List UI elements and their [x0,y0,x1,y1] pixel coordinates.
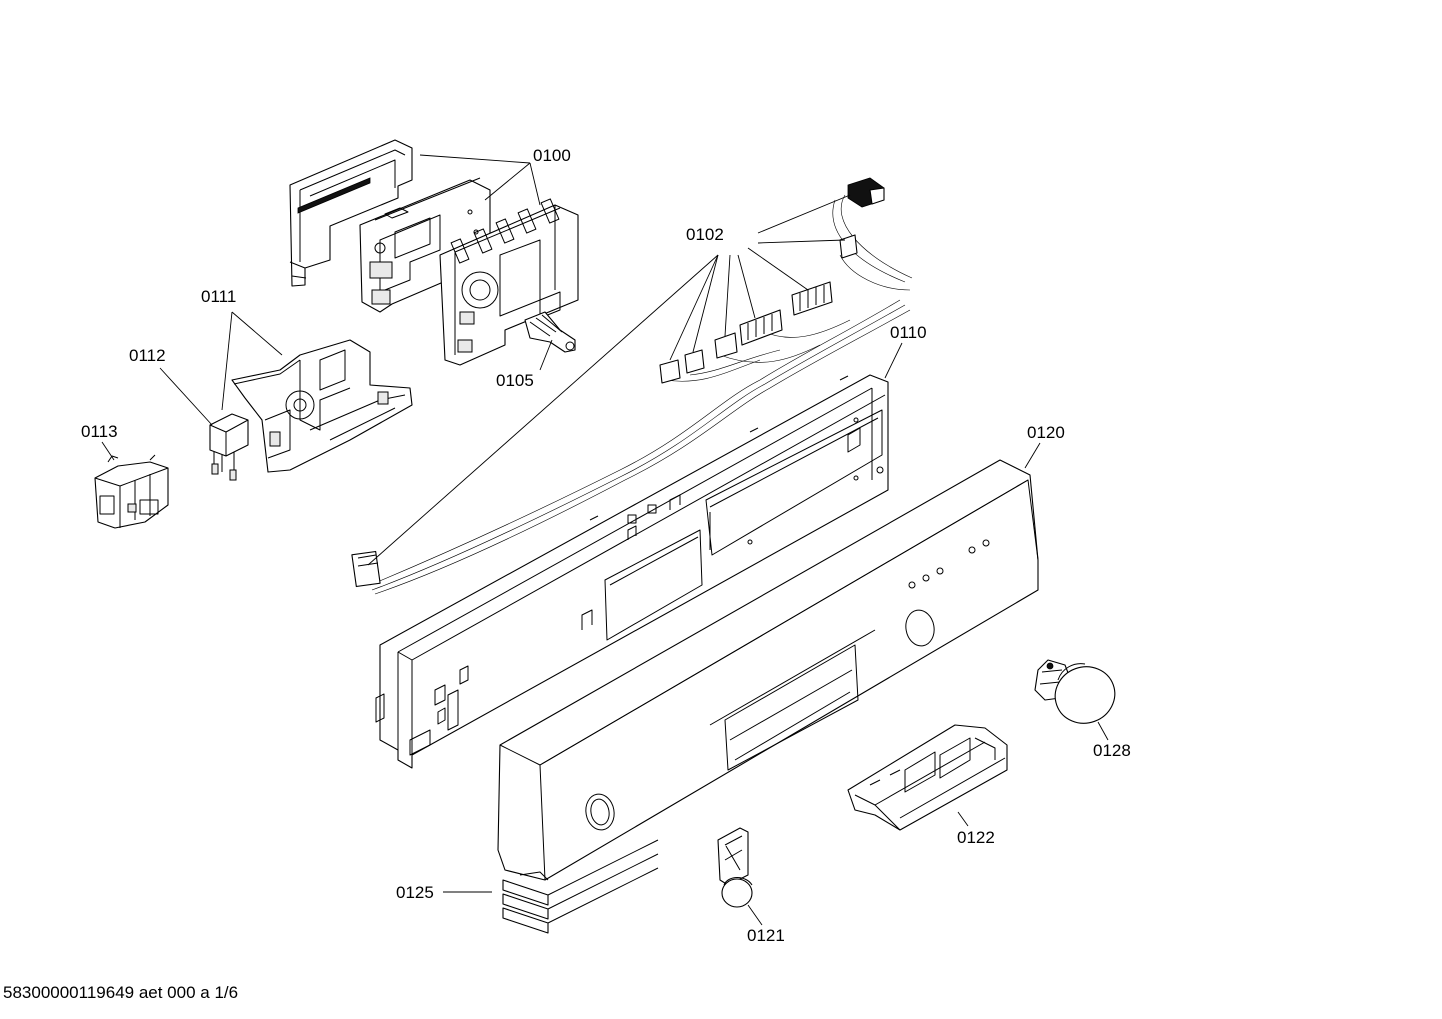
label-0128: 0128 [1093,741,1131,760]
label-0121: 0121 [747,926,785,945]
part-0105-valve [524,311,576,353]
label-0125: 0125 [396,883,434,902]
part-0120-front-panel [497,459,1039,881]
label-0120: 0120 [1027,423,1065,442]
label-0112: 0112 [129,346,166,365]
part-0111-lock-assembly [231,339,413,473]
leader-lines [101,154,1109,926]
part-0112-capacitor [209,413,249,481]
label-0113: 0113 [81,422,118,441]
part-0100-housing-cover [289,139,413,287]
part-0128-rotary-knob [1034,659,1116,724]
label-0111: 0111 [201,287,236,306]
label-0122: 0122 [957,828,995,847]
part-0122-dispenser-cover [847,724,1008,831]
part-0121-button-plunger [717,827,753,908]
label-0105: 0105 [496,371,534,390]
label-0102: 0102 [686,225,724,244]
label-0110: 0110 [890,323,927,342]
part-0113-switch-block [94,454,169,529]
part-labels: 0100 0102 0105 0110 0111 0112 0113 0120 … [81,146,1131,945]
document-id: 58300000119649 aet 000 a 1/6 [3,983,238,1002]
part-0110-panel-frame [375,374,889,769]
label-0100: 0100 [533,146,571,165]
part-0102-wiring-harness [351,177,913,595]
part-0125-gasket-strips [502,839,659,934]
part-0100-programmer-unit [439,198,579,366]
